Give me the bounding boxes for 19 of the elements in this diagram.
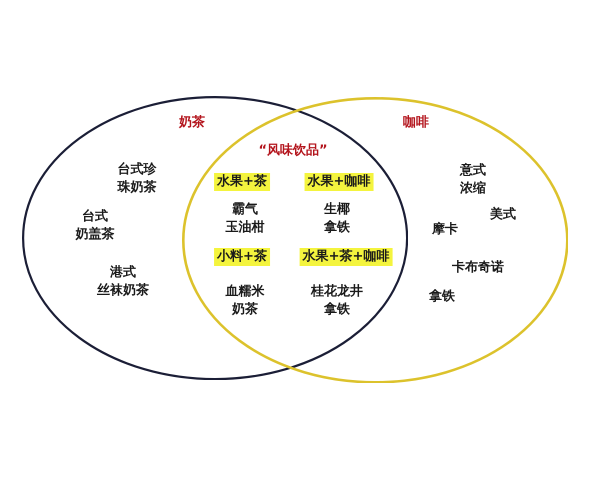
category-highlight: 小料+茶: [214, 248, 270, 266]
set-title: 咖啡: [402, 114, 429, 132]
drink-name: 台式奶盖茶: [75, 208, 114, 244]
drink-name: 生椰拿铁: [324, 201, 350, 237]
category-highlight: 水果+茶: [214, 173, 270, 191]
drink-name: 血糯米奶茶: [226, 283, 264, 319]
category-highlight: 水果+茶+咖啡: [300, 248, 392, 266]
drink-name: 美式: [490, 206, 516, 224]
set-title: 奶茶: [178, 114, 205, 132]
category-highlight: 水果+咖啡: [304, 173, 374, 191]
drink-name: 桂花龙井拿铁: [311, 283, 363, 319]
drink-name: 拿铁: [428, 288, 455, 306]
drink-name: 霸气玉油柑: [226, 201, 264, 237]
drink-name: 卡布奇诺: [452, 258, 504, 277]
drink-name: 台式珍珠奶茶: [117, 160, 156, 197]
drink-name: 摩卡: [432, 220, 458, 239]
overlap-title: “风味饮品”: [258, 142, 328, 160]
drink-name: 意式浓缩: [460, 162, 486, 198]
drink-name: 港式丝袜奶茶: [96, 264, 149, 300]
